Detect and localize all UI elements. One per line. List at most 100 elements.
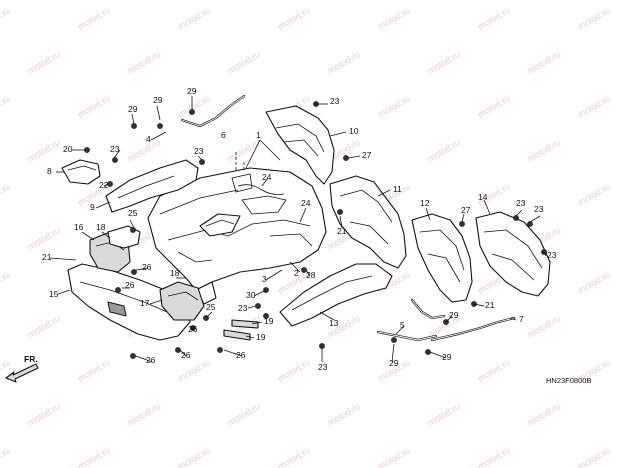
bolt-icon: [199, 159, 205, 165]
watermark-text: motod.ru: [426, 137, 462, 163]
cable-7: [430, 316, 516, 342]
leader-line: [339, 215, 343, 229]
leader-line: [131, 113, 135, 125]
callout-4: 4: [146, 134, 151, 144]
callout-23a: 23: [110, 144, 120, 154]
leader-line: [429, 351, 447, 359]
bolt-icon: [513, 215, 519, 221]
cable-5: [376, 330, 438, 342]
bolt-icon: [527, 221, 533, 227]
callout-26b: 26: [125, 280, 135, 290]
watermark-text: motod.ru: [126, 49, 162, 75]
leader-line: [95, 201, 111, 209]
watermark-text: motod.ru: [126, 401, 162, 427]
callout-21c: 21: [485, 300, 495, 310]
leader-line: [377, 189, 391, 197]
bolt-icon: [217, 347, 223, 353]
leader-line: [57, 289, 71, 295]
callout-18a: 18: [96, 222, 106, 232]
callout-29c: 29: [187, 86, 197, 96]
watermark-text: motod.ru: [176, 357, 212, 383]
watermark-text: motod.ru: [0, 181, 12, 207]
leader-line: [129, 219, 135, 229]
callout-25a: 25: [128, 208, 138, 218]
bolt-icon: [425, 349, 431, 355]
callout-29d: 29: [449, 310, 459, 320]
leader-line: [245, 335, 255, 339]
leader-line: [529, 215, 541, 223]
watermark-text: motod.ru: [576, 181, 612, 207]
leader-line: [179, 349, 187, 357]
bolt-icon: [131, 269, 137, 275]
callout-1: 1: [256, 130, 261, 140]
bolt-icon: [263, 313, 269, 319]
bolt-icon: [255, 303, 261, 309]
leader-line: [329, 131, 347, 137]
leader-line: [245, 139, 261, 169]
watermark-text: motod.ru: [26, 401, 62, 427]
leader-line: [391, 343, 395, 363]
bolt-icon: [175, 347, 181, 353]
callout-10: 10: [349, 126, 359, 136]
callout-30: 30: [246, 290, 256, 300]
callout-13: 13: [329, 318, 339, 328]
leader-line: [135, 267, 149, 271]
leader-line: [103, 183, 109, 187]
watermark-text: motod.ru: [476, 5, 512, 31]
bolt-icon: [337, 209, 343, 215]
callout-22: 22: [99, 180, 109, 190]
box-8: [61, 159, 101, 185]
callout-26e: 26: [146, 355, 156, 365]
watermark-text: motod.ru: [426, 49, 462, 75]
leader-line: [509, 317, 517, 321]
watermark-text: motod.ru: [0, 445, 12, 468]
callout-29e: 29: [389, 358, 399, 368]
leader-line: [205, 311, 213, 319]
fender-extension-10: [265, 105, 335, 185]
leader-line: [191, 325, 195, 331]
watermark-text: motod.ru: [426, 401, 462, 427]
watermark-text: motod.ru: [576, 93, 612, 119]
watermark-text: motod.ru: [26, 313, 62, 339]
watermark-text: motod.ru: [176, 93, 212, 119]
leader-line: [265, 269, 283, 281]
leader-line: [113, 149, 121, 159]
callout-26f: 26: [236, 350, 246, 360]
cable-21: [410, 298, 446, 320]
bolt-icon: [343, 155, 349, 161]
leader-line: [49, 257, 77, 261]
callout-29a: 29: [128, 104, 138, 114]
leader-line: [289, 261, 301, 273]
strip-19a: [231, 319, 259, 329]
watermark-text: motod.ru: [526, 313, 562, 339]
watermark-text: motod.ru: [376, 5, 412, 31]
watermark-text: motod.ru: [526, 137, 562, 163]
callout-23b: 23: [194, 146, 204, 156]
leader-line: [135, 355, 153, 363]
callout-23c: 23: [330, 96, 340, 106]
watermark-text: motod.ru: [176, 5, 212, 31]
watermark-text: motod.ru: [26, 225, 62, 251]
leader-layer: [49, 96, 547, 363]
leader-line: [247, 305, 257, 309]
callout-26d: 26: [181, 350, 191, 360]
cable-6: [180, 94, 246, 128]
watermark-text: motod.ru: [276, 357, 312, 383]
watermark-text: motod.ru: [476, 93, 512, 119]
callout-24b: 24: [301, 198, 311, 208]
callout-25b: 25: [206, 302, 216, 312]
watermark-text: motod.ru: [76, 5, 112, 31]
callout-23d: 23: [238, 303, 248, 313]
callout-21a: 21: [42, 252, 52, 262]
leader-line: [259, 139, 281, 161]
callout-29b: 29: [153, 95, 163, 105]
callout-24a: 24: [262, 172, 272, 182]
bolt-icon: [157, 123, 163, 129]
watermark-text: motod.ru: [376, 445, 412, 468]
callout-3: 3: [262, 274, 267, 284]
watermark-text: motod.ru: [26, 49, 62, 75]
watermark-text: motod.ru: [276, 445, 312, 468]
mudguard-12: [411, 213, 473, 303]
lower-fender-13: [279, 263, 393, 327]
watermark-text: motod.ru: [476, 445, 512, 468]
